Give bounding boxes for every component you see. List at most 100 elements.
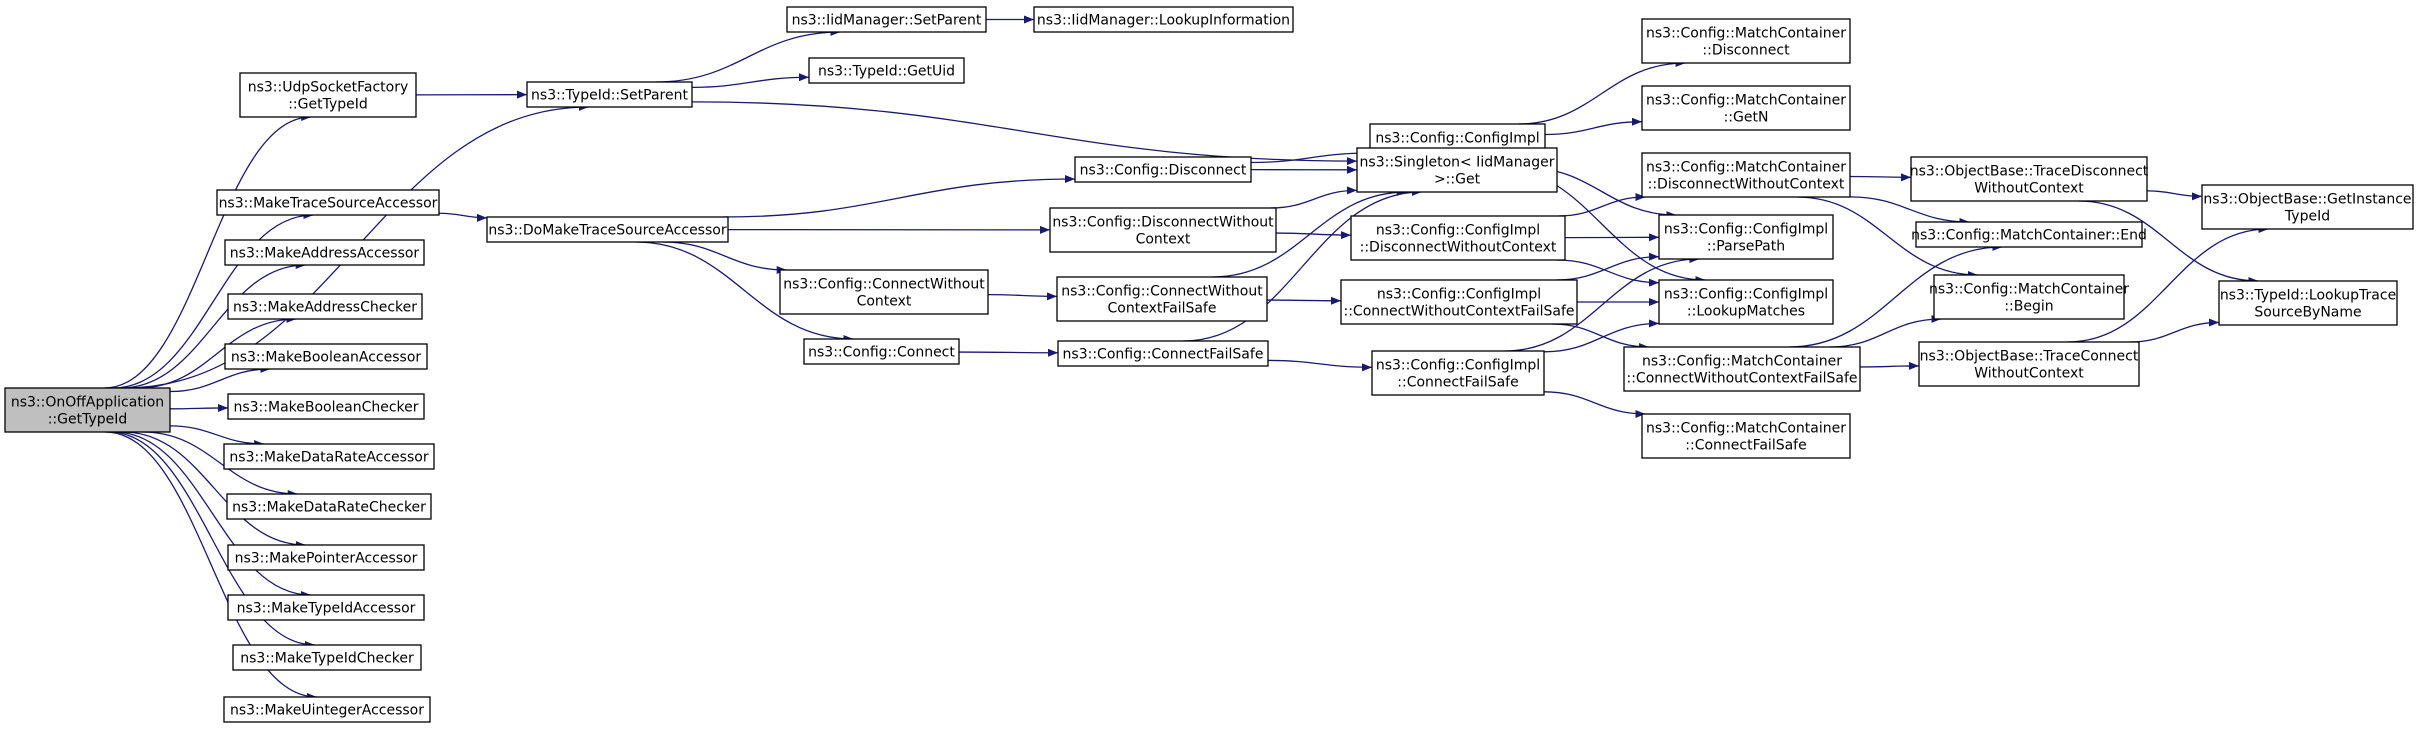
- node-box[interactable]: [779, 269, 989, 315]
- node-obtd[interactable]: ns3::ObjectBase::TraceDisconnectWithoutC…: [1910, 156, 2149, 202]
- node-iisp[interactable]: ns3::IidManager::SetParent: [786, 6, 987, 33]
- node-maa[interactable]: ns3::MakeAddressAccessor: [224, 239, 425, 266]
- node-label: ns3::MakeAddressAccessor: [230, 246, 420, 262]
- node-box[interactable]: [1056, 276, 1268, 322]
- node-box[interactable]: [1356, 147, 1558, 193]
- node-mbc[interactable]: ns3::MakeBooleanChecker: [227, 393, 425, 420]
- edge-cicwcfs-to-cipp: [1556, 252, 1660, 281]
- node-mcb[interactable]: ns3::Config::MatchContainer::Begin: [1929, 274, 2129, 320]
- edge-tsp-to-tgu: [691, 73, 810, 89]
- node-box[interactable]: [1915, 221, 2143, 248]
- node-mac[interactable]: ns3::MakeAddressChecker: [227, 293, 423, 320]
- node-mcd[interactable]: ns3::Config::MatchContainer::Disconnect: [1641, 18, 1851, 64]
- node-box[interactable]: [2218, 280, 2398, 326]
- node-cicfs[interactable]: ns3::Config::ConfigImpl::ConnectFailSafe: [1371, 350, 1545, 396]
- node-sing[interactable]: ns3::Singleton< IidManager>::Get: [1356, 147, 1558, 193]
- node-mcgn[interactable]: ns3::Config::MatchContainer::GetN: [1641, 85, 1851, 131]
- node-cicwcfs[interactable]: ns3::Config::ConfigImpl::ConnectWithoutC…: [1340, 279, 1578, 325]
- node-ccwc[interactable]: ns3::Config::ConnectWithoutContext: [779, 269, 989, 315]
- edge-root-to-mbc: [169, 403, 229, 412]
- node-label: WithoutContext: [1974, 366, 2084, 382]
- node-box[interactable]: [224, 239, 425, 266]
- node-box[interactable]: [486, 216, 729, 243]
- node-box[interactable]: [227, 544, 425, 571]
- node-box[interactable]: [1074, 156, 1252, 183]
- node-box[interactable]: [1641, 152, 1851, 198]
- node-udp[interactable]: ns3::UdpSocketFactory::GetTypeId: [239, 72, 417, 118]
- edge-tsp-to-sing: [691, 101, 1358, 166]
- node-ccfs[interactable]: ns3::Config::ConnectFailSafe: [1057, 340, 1269, 367]
- node-box[interactable]: [232, 644, 422, 671]
- node-label: ns3::Config::ConfigImpl: [1664, 222, 1828, 238]
- node-box[interactable]: [227, 393, 425, 420]
- node-label: ns3::Config::MatchContainer::End: [1911, 228, 2147, 244]
- node-label: ns3::MakeDataRateAccessor: [229, 450, 428, 466]
- node-mdra[interactable]: ns3::MakeDataRateAccessor: [223, 443, 435, 470]
- node-box[interactable]: [224, 343, 428, 370]
- node-cidwc[interactable]: ns3::Config::ConfigImpl::DisconnectWitho…: [1350, 215, 1566, 261]
- node-box[interactable]: [1918, 341, 2140, 387]
- node-label: ns3::Config::MatchContainer: [1646, 421, 1846, 437]
- node-box[interactable]: [1933, 274, 2125, 320]
- node-box[interactable]: [226, 493, 432, 520]
- node-box[interactable]: [1658, 214, 1834, 260]
- node-label: ns3::Config::ConfigImpl: [1664, 287, 1828, 303]
- node-mpa[interactable]: ns3::MakePointerAccessor: [227, 544, 425, 571]
- node-box[interactable]: [1033, 6, 1294, 33]
- node-mccwcfs[interactable]: ns3::Config::MatchContainer::ConnectWith…: [1623, 346, 1861, 392]
- node-box[interactable]: [1658, 279, 1834, 325]
- node-iili[interactable]: ns3::IidManager::LookupInformation: [1033, 6, 1294, 33]
- node-box[interactable]: [1340, 279, 1578, 325]
- node-cipp[interactable]: ns3::Config::ConfigImpl::ParsePath: [1658, 214, 1834, 260]
- node-box[interactable]: [239, 72, 417, 118]
- node-box[interactable]: [223, 443, 435, 470]
- node-dmtsa[interactable]: ns3::DoMakeTraceSourceAccessor: [486, 216, 729, 243]
- node-box[interactable]: [227, 293, 423, 320]
- node-box[interactable]: [1350, 215, 1566, 261]
- node-box[interactable]: [216, 189, 440, 216]
- node-mua[interactable]: ns3::MakeUintegerAccessor: [223, 696, 431, 723]
- node-mtic[interactable]: ns3::MakeTypeIdChecker: [232, 644, 422, 671]
- node-box[interactable]: [1910, 156, 2148, 202]
- node-tgu[interactable]: ns3::TypeId::GetUid: [808, 57, 965, 84]
- node-box[interactable]: [227, 594, 425, 621]
- node-cc[interactable]: ns3::Config::Connect: [803, 338, 960, 365]
- node-box[interactable]: [1623, 346, 1861, 392]
- node-mtsa[interactable]: ns3::MakeTraceSourceAccessor: [216, 189, 440, 216]
- node-label: ns3::Config::ConfigImpl: [1376, 223, 1540, 239]
- node-cd[interactable]: ns3::Config::Disconnect: [1074, 156, 1252, 183]
- node-label: ns3::Config::DisconnectWithout: [1052, 215, 1274, 231]
- node-box[interactable]: [1049, 207, 1277, 253]
- node-mba[interactable]: ns3::MakeBooleanAccessor: [224, 343, 428, 370]
- node-box[interactable]: [1057, 340, 1269, 367]
- edge-tsp-to-iisp: [655, 28, 841, 83]
- node-box[interactable]: [803, 338, 960, 365]
- node-box[interactable]: [1641, 85, 1851, 131]
- node-label: ns3::TypeId::LookupTrace: [2220, 288, 2396, 304]
- node-box[interactable]: [526, 81, 693, 108]
- node-label: ns3::TypeId::SetParent: [531, 88, 688, 104]
- node-cdwc[interactable]: ns3::Config::DisconnectWithoutContext: [1049, 207, 1277, 253]
- node-root[interactable]: ns3::OnOffApplication::GetTypeId: [4, 387, 171, 433]
- node-box[interactable]: [4, 387, 171, 433]
- node-mtia[interactable]: ns3::MakeTypeIdAccessor: [227, 594, 425, 621]
- node-box[interactable]: [223, 696, 431, 723]
- node-box[interactable]: [1371, 350, 1545, 396]
- node-box[interactable]: [2201, 184, 2414, 230]
- node-box[interactable]: [1641, 413, 1851, 459]
- node-mcdwc[interactable]: ns3::Config::MatchContainer::DisconnectW…: [1641, 152, 1851, 198]
- node-mce[interactable]: ns3::Config::MatchContainer::End: [1911, 221, 2147, 248]
- node-mdrc[interactable]: ns3::MakeDataRateChecker: [226, 493, 432, 520]
- node-obtc[interactable]: ns3::ObjectBase::TraceConnectWithoutCont…: [1918, 341, 2140, 387]
- node-box[interactable]: [786, 6, 987, 33]
- node-label: ns3::ObjectBase::GetInstance: [2203, 192, 2411, 208]
- node-cilm[interactable]: ns3::Config::ConfigImpl::LookupMatches: [1658, 279, 1834, 325]
- node-ccwcfs[interactable]: ns3::Config::ConnectWithoutContextFailSa…: [1056, 276, 1268, 322]
- edge-mtsa-to-dmtsa: [438, 212, 488, 222]
- node-box[interactable]: [1641, 18, 1851, 64]
- node-box[interactable]: [808, 57, 965, 84]
- node-tsp[interactable]: ns3::TypeId::SetParent: [526, 81, 693, 108]
- node-mccfs[interactable]: ns3::Config::MatchContainer::ConnectFail…: [1641, 413, 1851, 459]
